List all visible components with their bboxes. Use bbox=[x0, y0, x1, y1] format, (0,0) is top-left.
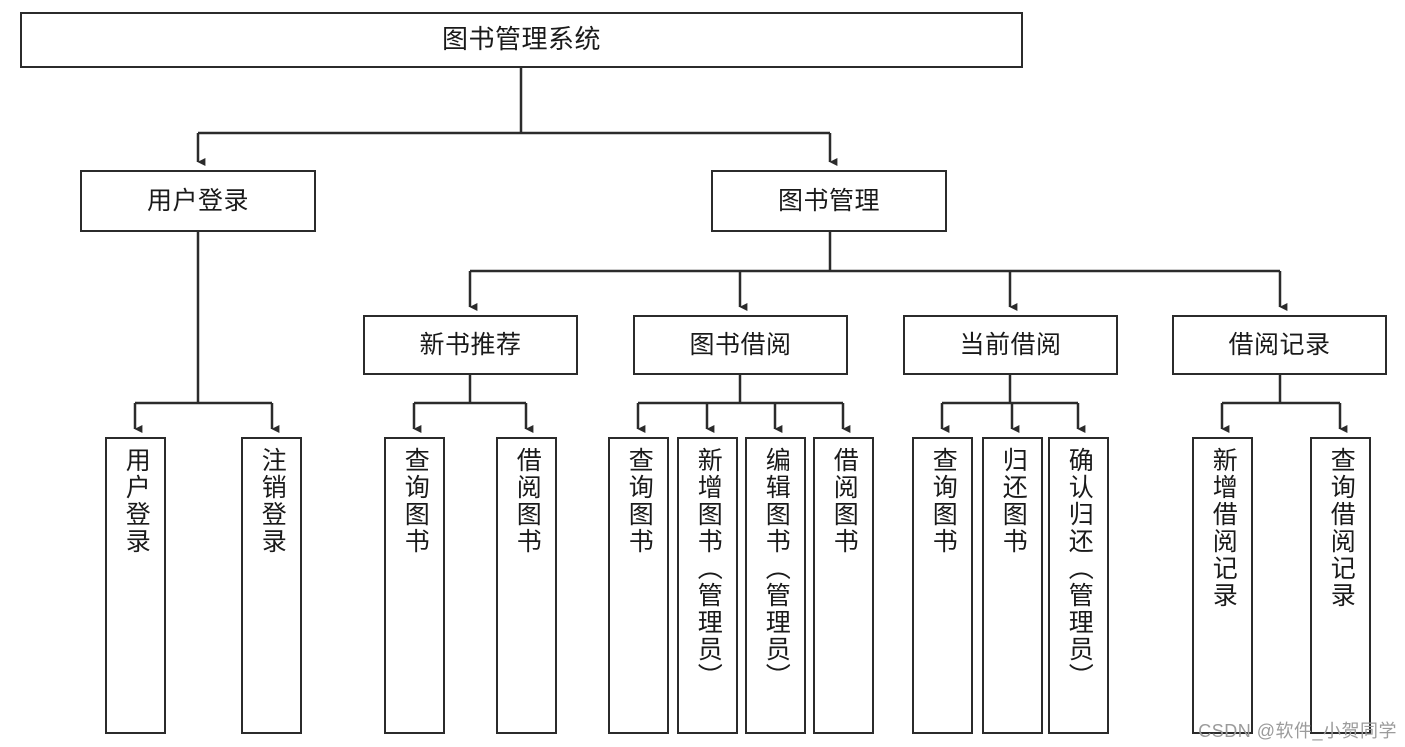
node-current-borrow-label: 当前借阅 bbox=[959, 330, 1062, 359]
leaf-book-borrow-add-book[interactable]: 新增图书（管理员） bbox=[677, 437, 738, 734]
node-new-book-recommend-label: 新书推荐 bbox=[419, 330, 522, 359]
leaf-book-borrow-query-book-label: 查询图书 bbox=[625, 447, 654, 555]
node-user-login[interactable]: 用户登录 bbox=[80, 170, 316, 232]
node-new-book-recommend[interactable]: 新书推荐 bbox=[363, 315, 578, 375]
leaf-current-borrow-confirm-return-label: 确认归还（管理员） bbox=[1065, 447, 1094, 690]
leaf-new-book-query-book[interactable]: 查询图书 bbox=[384, 437, 445, 734]
leaf-user-login-login[interactable]: 用户登录 bbox=[105, 437, 166, 734]
node-current-borrow[interactable]: 当前借阅 bbox=[903, 315, 1118, 375]
leaf-book-borrow-edit-book[interactable]: 编辑图书（管理员） bbox=[745, 437, 806, 734]
leaf-borrow-records-query-record-label: 查询借阅记录 bbox=[1327, 447, 1356, 609]
node-book-management[interactable]: 图书管理 bbox=[711, 170, 947, 232]
node-user-login-label: 用户登录 bbox=[146, 186, 249, 215]
leaf-new-book-borrow-book[interactable]: 借阅图书 bbox=[496, 437, 557, 734]
leaf-borrow-records-query-record[interactable]: 查询借阅记录 bbox=[1310, 437, 1371, 734]
leaf-borrow-records-add-record-label: 新增借阅记录 bbox=[1209, 447, 1238, 609]
leaf-book-borrow-edit-book-label: 编辑图书（管理员） bbox=[762, 447, 791, 690]
node-book-management-label: 图书管理 bbox=[777, 186, 880, 215]
leaf-borrow-records-add-record[interactable]: 新增借阅记录 bbox=[1192, 437, 1253, 734]
leaf-current-borrow-query-book-label: 查询图书 bbox=[929, 447, 958, 555]
leaf-new-book-borrow-book-label: 借阅图书 bbox=[513, 447, 542, 555]
leaf-user-login-login-label: 用户登录 bbox=[122, 447, 151, 555]
leaf-current-borrow-confirm-return[interactable]: 确认归还（管理员） bbox=[1048, 437, 1109, 734]
leaf-book-borrow-borrow-book-label: 借阅图书 bbox=[830, 447, 859, 555]
leaf-book-borrow-borrow-book[interactable]: 借阅图书 bbox=[813, 437, 874, 734]
leaf-current-borrow-query-book[interactable]: 查询图书 bbox=[912, 437, 973, 734]
leaf-book-borrow-query-book[interactable]: 查询图书 bbox=[608, 437, 669, 734]
node-borrow-records[interactable]: 借阅记录 bbox=[1172, 315, 1387, 375]
leaf-book-borrow-add-book-label: 新增图书（管理员） bbox=[694, 447, 723, 690]
leaf-user-login-logout[interactable]: 注销登录 bbox=[241, 437, 302, 734]
leaf-current-borrow-return-book-label: 归还图书 bbox=[999, 447, 1028, 555]
node-book-borrow-label: 图书借阅 bbox=[689, 330, 792, 359]
leaf-new-book-query-book-label: 查询图书 bbox=[401, 447, 430, 555]
watermark-text: CSDN @软件_小贺同学 bbox=[1198, 721, 1397, 741]
leaf-current-borrow-return-book[interactable]: 归还图书 bbox=[982, 437, 1043, 734]
node-root-label: 图书管理系统 bbox=[441, 24, 601, 55]
node-root-book-management-system[interactable]: 图书管理系统 bbox=[20, 12, 1023, 68]
node-borrow-records-label: 借阅记录 bbox=[1228, 330, 1331, 359]
leaf-user-login-logout-label: 注销登录 bbox=[258, 447, 287, 555]
node-book-borrow[interactable]: 图书借阅 bbox=[633, 315, 848, 375]
